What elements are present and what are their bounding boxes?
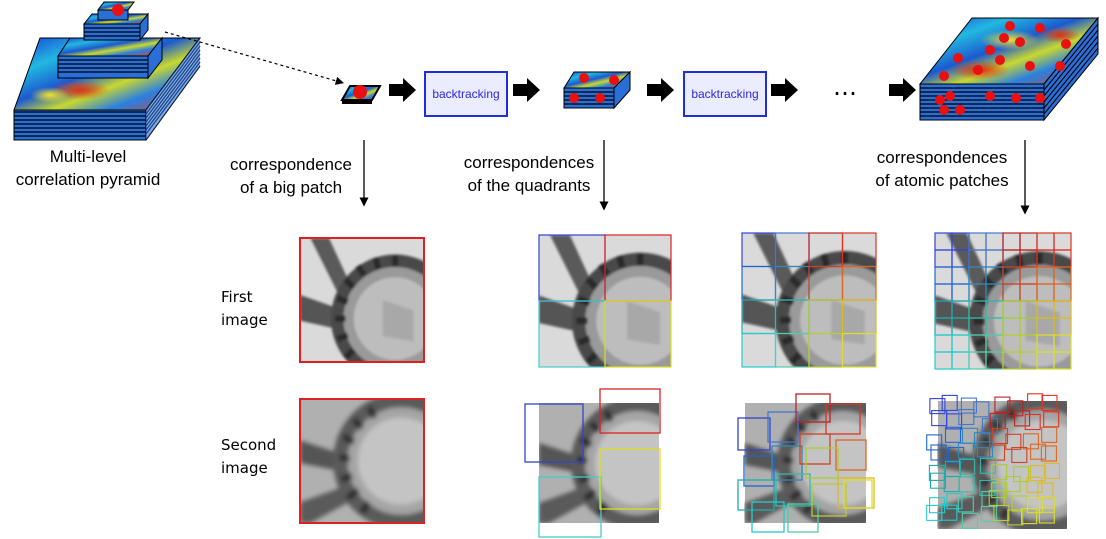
grid-cell: [993, 504, 1010, 522]
big-patch-label: correspondence of a big patch: [218, 153, 364, 199]
pipeline-tile-2: [563, 70, 632, 110]
big-patch-label-line1: correspondence: [230, 155, 352, 174]
grid-cell: [1041, 394, 1058, 411]
grid-cell: [1007, 509, 1024, 526]
first-image-label-line2: image: [221, 311, 268, 329]
top-level-dot: [112, 4, 124, 16]
first-image-quadrants: [538, 234, 672, 368]
grid-cell: [946, 493, 963, 510]
dotted-connector: [164, 31, 345, 85]
first-image-label-line1: First: [221, 288, 253, 306]
grid-cell: [980, 505, 997, 523]
grid-cell: [1026, 476, 1043, 493]
grid-cell: [1005, 433, 1022, 450]
backtrack-box-1: [424, 71, 508, 117]
first-image-grid-8x8: [934, 232, 1072, 370]
grid-cell: [948, 446, 965, 464]
pipeline-arrow-1: [389, 78, 416, 102]
grid-cell: [994, 396, 1011, 413]
grid-cell: [1027, 497, 1044, 514]
backtrack-box-2: [683, 71, 767, 117]
pyramid-label-line1: Multi-level: [49, 147, 127, 166]
grid-cell: [991, 464, 1008, 481]
grid-cell: [926, 434, 943, 451]
grid-cell: [1029, 465, 1046, 482]
grid-cell: [1027, 393, 1044, 410]
pyramid-label-line2: correlation pyramid: [15, 170, 161, 189]
grid-cell: [959, 458, 976, 475]
second-image-grid-4x4: [737, 393, 875, 533]
second-image-label: Second image: [221, 434, 276, 480]
grid-cell: [991, 427, 1009, 445]
grid-cell: [976, 441, 994, 458]
grid-cell: [1004, 476, 1021, 493]
grid-cell: [929, 398, 946, 415]
grid-cell: [1038, 507, 1055, 524]
grid-cell: [1021, 508, 1038, 525]
grid-cell: [961, 512, 978, 529]
quadrants-label-line2: of the quadrants: [467, 176, 591, 195]
atomic-label-line1: correspondences: [876, 148, 1008, 167]
grid-cell: [1013, 466, 1030, 483]
grid-cell: [944, 426, 962, 443]
grid-cell: [957, 442, 974, 459]
grid-cell: [841, 332, 877, 368]
big-patch-label-line2: of a big patch: [239, 178, 343, 197]
correlation-pyramid: [13, 1, 201, 141]
pipeline-arrow-3: [647, 78, 674, 102]
grid-cell: [1024, 413, 1041, 431]
pipeline: [340, 16, 1100, 122]
backtracking-box-1-label: backtracking: [432, 87, 500, 101]
pipeline-arrow-2: [513, 78, 540, 102]
ellipsis: …: [833, 73, 857, 101]
atomic-label-line2: of atomic patches: [875, 171, 1009, 190]
grid-cell: [1040, 445, 1057, 462]
atomic-label: correspondences of atomic patches: [862, 146, 1022, 192]
pipeline-tile-final: [918, 16, 1100, 122]
first-image-label: First image: [221, 286, 268, 332]
grid-cell: [1043, 411, 1060, 428]
grid-cell: [958, 408, 975, 426]
pyramid-level-4: [97, 1, 135, 21]
second-image-quadrants: [524, 388, 661, 538]
grid-cell: [1043, 462, 1061, 479]
grid-cell: [1014, 410, 1031, 427]
second-image-grid-8x8: [926, 393, 1106, 536]
grid-cell: [1030, 443, 1047, 460]
first-image-big-patch: [299, 237, 425, 363]
second-image-big-patch: [299, 398, 425, 524]
grid-cell: [1037, 482, 1054, 499]
grid-cell: [941, 504, 958, 521]
pipeline-arrow-5: [889, 78, 916, 102]
grid-cell: [988, 444, 1006, 461]
grid-cell: [1041, 426, 1058, 443]
grid-cell: [958, 476, 975, 493]
second-image-label-line2: image: [221, 459, 268, 477]
backtracking-box-2-label: backtracking: [691, 87, 759, 101]
grid-cell: [979, 479, 996, 496]
grid-cell: [1053, 351, 1072, 370]
pipeline-tile-1: [340, 85, 382, 104]
pipeline-arrow-4: [771, 78, 798, 102]
first-image-grid-4x4: [741, 232, 877, 368]
quadrants-label: correspondences of the quadrants: [450, 151, 608, 197]
quadrants-label-line1: correspondences: [463, 153, 595, 172]
grid-cell: [960, 397, 977, 414]
pyramid-level-2: [57, 36, 164, 80]
grid-cell: [979, 457, 996, 474]
grid-cell: [946, 413, 963, 430]
pyramid-label: Multi-level correlation pyramid: [0, 145, 176, 191]
grid-cell: [1011, 446, 1028, 464]
grid-cell: [957, 496, 974, 513]
grid-cell: [1038, 496, 1055, 513]
grid-cell: [1007, 400, 1024, 417]
grid-cell: [941, 394, 958, 411]
second-image-label-line1: Second: [221, 436, 277, 454]
grid-cell: [930, 444, 947, 461]
grid-cell: [929, 472, 947, 489]
grid-cell: [973, 432, 991, 449]
